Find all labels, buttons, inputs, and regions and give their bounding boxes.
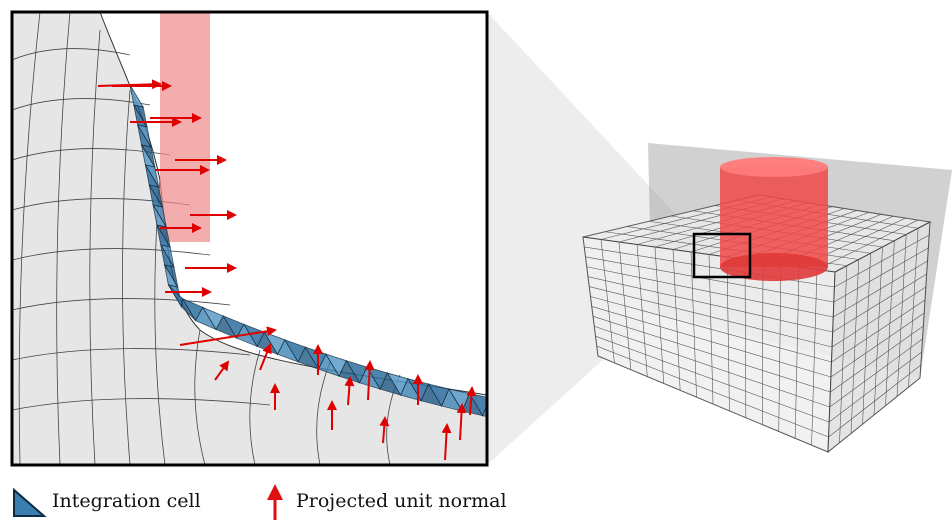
legend-unit-normal: Projected unit normal — [262, 486, 507, 516]
cylinder — [720, 157, 828, 281]
zoom-frame — [10, 10, 489, 467]
mesh-grid-lines — [584, 196, 930, 446]
unit-normals — [97, 79, 477, 461]
zoom-indicator-box — [692, 232, 752, 279]
zoom-detail-panel — [12, 12, 487, 465]
legend-integration-cell: Integration cell — [12, 486, 201, 516]
triangle-cell-icon — [13, 487, 47, 517]
mesh-overview — [582, 143, 952, 454]
legend-integration-cell-label: Integration cell — [52, 490, 201, 512]
cylinder-column — [160, 12, 210, 242]
integration-cells — [129, 84, 487, 417]
red-arrow-icon — [267, 484, 283, 520]
legend-unit-normal-label: Projected unit normal — [296, 490, 507, 512]
